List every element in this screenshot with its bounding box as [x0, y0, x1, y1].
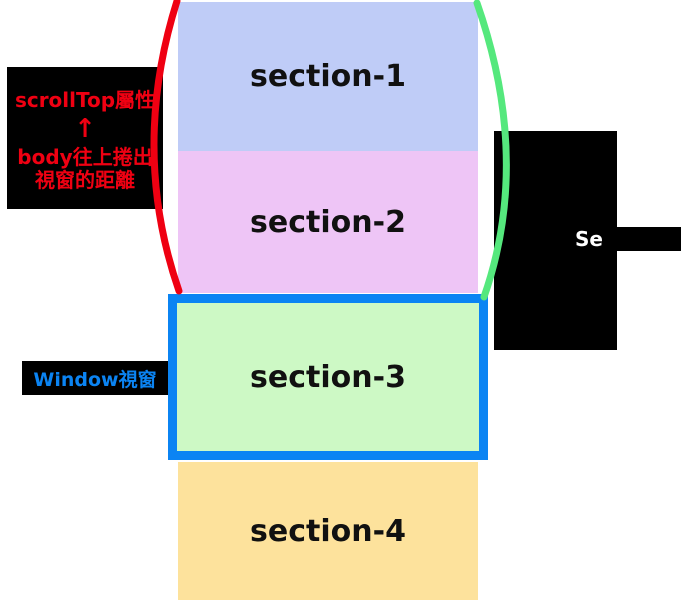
section-1-block: section-1	[178, 2, 478, 151]
right-label-obscured-text: ction-3	[602, 227, 682, 251]
section-2-label: section-2	[250, 204, 406, 240]
scrolltop-callout-line1: body往上捲出	[17, 145, 153, 169]
right-callout-label: Section-3	[575, 227, 682, 251]
section-4-block: section-4	[178, 462, 478, 600]
up-arrow-icon: ↑	[74, 114, 96, 144]
scrolltop-callout: scrollTop屬性 ↑ body往上捲出 視窗的距離	[7, 67, 163, 209]
scrolltop-callout-title: scrollTop屬性	[14, 88, 156, 112]
section-3-label: section-3	[250, 359, 406, 395]
right-label-visible-prefix: Se	[575, 227, 603, 251]
window-viewport-label: Window視窗	[22, 361, 168, 395]
right-callout-box	[494, 131, 617, 350]
window-viewport-box: section-3	[168, 294, 488, 460]
section-4-label: section-4	[250, 513, 406, 549]
section-2-block: section-2	[178, 151, 478, 293]
scrolltop-callout-line2: 視窗的距離	[35, 168, 135, 192]
section-1-label: section-1	[250, 59, 406, 94]
